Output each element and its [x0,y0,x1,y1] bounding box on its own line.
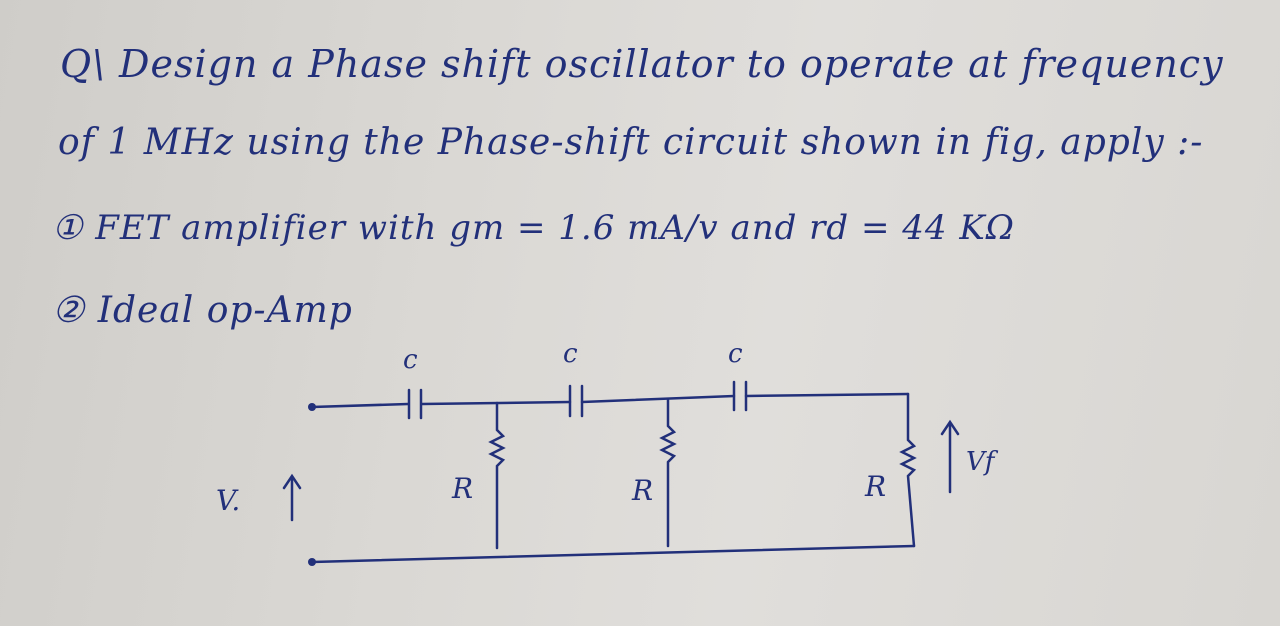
resistor-3-label: R [864,470,886,503]
feedback-arrow-head [940,419,960,436]
question-line-2: of 1 MHz using the Phase-shift circuit s… [58,122,1204,163]
resistor-1-label: R [451,472,473,505]
capacitor-3-label: c [728,339,743,369]
question-line-3: ① FET amplifier with gm = 1.6 mA/v and r… [52,208,1015,248]
capacitor-1-label: c [403,345,418,375]
question-line-1: Q\ Design a Phase shift oscillator to op… [60,42,1224,86]
resistor-2-label: R [631,474,653,507]
feedback-voltage-label: Vf [966,447,999,477]
resistor-1 [488,401,506,550]
top-wire-3 [580,394,736,404]
top-wire-4 [744,392,910,398]
resistor-3 [899,392,917,548]
input-terminal-bottom [308,558,316,566]
input-terminal-top [308,403,316,411]
resistor-2 [659,398,677,548]
question-line-4: ② Ideal op-Amp [52,290,353,331]
capacitor-2-label: c [563,339,578,369]
input-arrow-head [282,473,302,490]
input-voltage-label: V. [216,484,240,517]
top-wire-1 [310,402,410,409]
bottom-wire [310,544,916,564]
